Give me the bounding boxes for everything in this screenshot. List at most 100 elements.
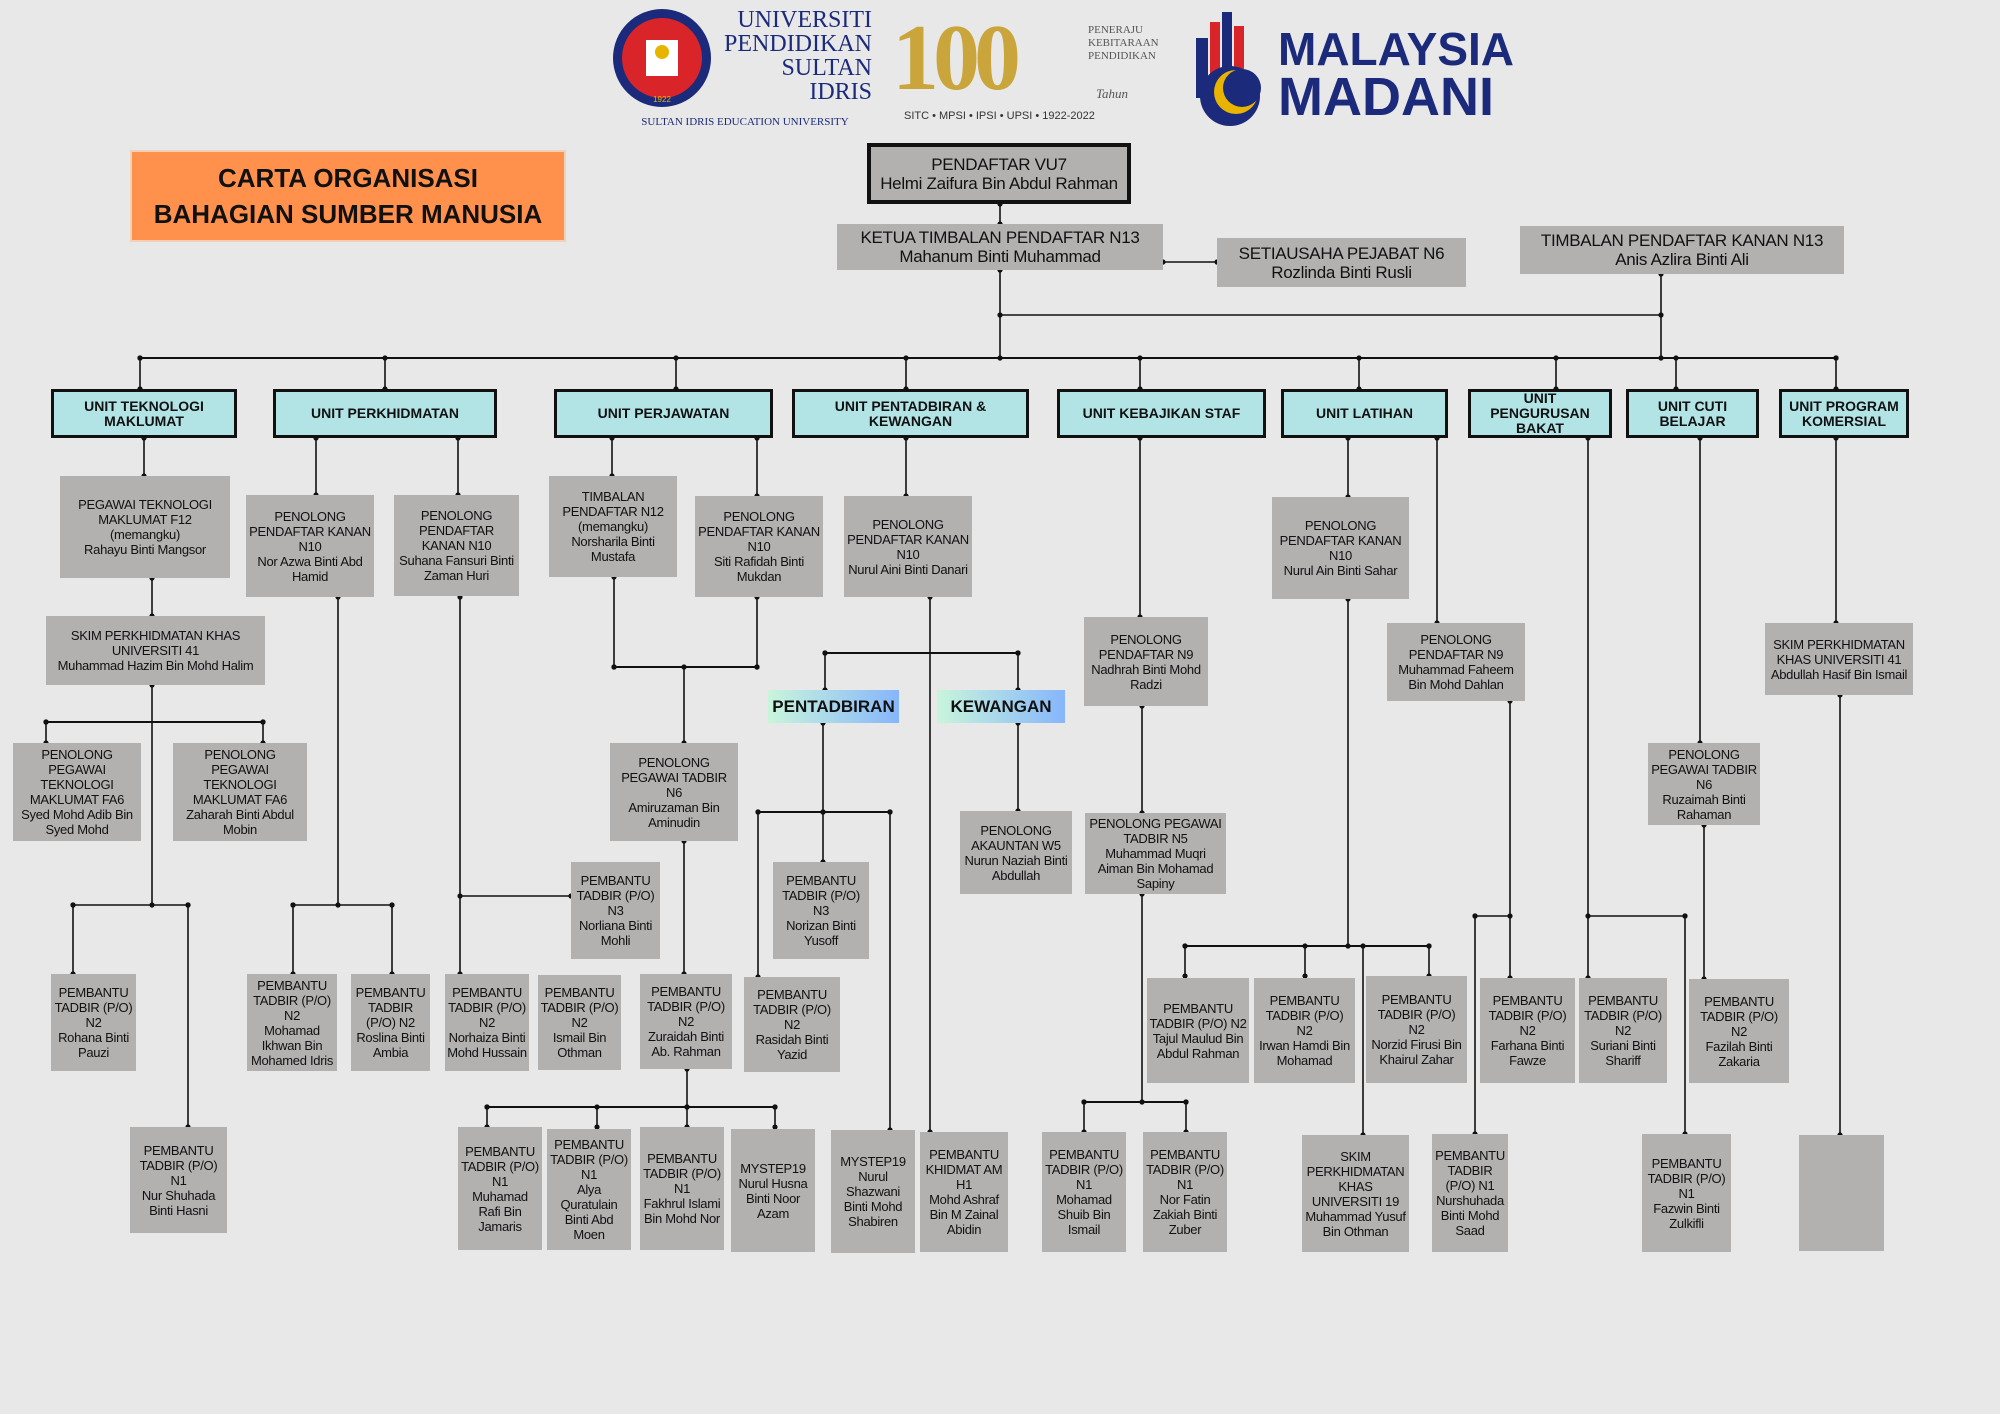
position-title: PEMBANTU TADBIR (P/O) N1 <box>461 1143 539 1189</box>
position-title: PEGAWAI TEKNOLOGI MAKLUMAT F12 (memangku… <box>78 497 212 542</box>
staff-name: Helmi Zaifura Bin Abdul Rahman <box>880 173 1118 193</box>
staff-name: Tajul Maulud Bin Abdul Rahman <box>1152 1030 1244 1061</box>
position-title: PENOLONG PENDAFTAR KANAN N10 <box>418 508 495 553</box>
staff-name: Nurshuhada Binti Mohd Saad <box>1436 1193 1504 1238</box>
position-title: PEMBANTU TADBIR (P/O) N2 <box>1700 993 1778 1039</box>
position-title: PEMBANTU TADBIR (P/O) N2 <box>1377 992 1456 1037</box>
staff-name: Nur Shuhada Binti Hasni <box>141 1187 216 1218</box>
unit-header: UNIT LATIHAN <box>1281 389 1448 438</box>
chart-title-line2: BAHAGIAN SUMBER MANUSIA <box>153 199 543 229</box>
position-title: PEMBANTU TADBIR (P/O) N2 <box>448 985 526 1030</box>
staff-name: Norhaiza Binti Mohd Hussain <box>447 1030 527 1060</box>
staff-name: Ruzaimah Binti Rahaman <box>1662 791 1746 822</box>
centenary-logo: 100 PENERAJU KEBITARAAN PENDIDIKAN Tahun… <box>892 6 1182 130</box>
madani-text: MALAYSIA <box>1278 23 1514 75</box>
position-title: PEMBANTU TADBIR (P/O) N3 <box>576 873 655 918</box>
staff-name: Nor Azwa Binti Abd Hamid <box>257 553 363 584</box>
staff-name: Nor Fatin Zakiah Binti Zuber <box>1152 1192 1218 1237</box>
position-title: PENOLONG PENDAFTAR N9 <box>1408 632 1504 662</box>
staff-name: Muhammad Faheem Bin Mohd Dahlan <box>1398 662 1514 692</box>
position-title: PEMBANTU TADBIR (P/O) N2 <box>1488 993 1567 1038</box>
staff-name: Mahanum Binti Muhammad <box>899 247 1101 266</box>
staff-name: Ismail Bin Othman <box>552 1030 607 1060</box>
staff-name: Irwan Hamdi Bin Mohamad <box>1259 1038 1350 1068</box>
section-label: KEWANGAN <box>937 690 1065 723</box>
staff-name: Anis Azlira Binti Ali <box>1615 250 1749 269</box>
staff-name: Muhammad Hazim Bin Mohd Halim <box>57 658 254 673</box>
staff-name: Nurul Husna Binti Noor Azam <box>738 1175 808 1221</box>
staff-name: Norliana Binti Mohli <box>578 918 653 948</box>
unit-header: UNIT TEKNOLOGI MAKLUMAT <box>51 389 237 438</box>
position-title: PEMBANTU TADBIR (P/O) N2 <box>1584 993 1662 1038</box>
staff-box: PEGAWAI TEKNOLOGI MAKLUMAT F12 (memangku… <box>60 476 230 578</box>
staff-name: Rasidah Binti Yazid <box>755 1032 829 1062</box>
staff-name: Zuraidah Binti Ab. Rahman <box>647 1029 724 1059</box>
position-title: PEMBANTU TADBIR (P/O) N2 <box>54 985 133 1030</box>
staff-name: Muhamad Rafi Bin Jamaris <box>472 1188 528 1234</box>
upsi-name-line: PENDIDIKAN <box>724 31 872 57</box>
staff-name: Nurun Naziah Binti Abdullah <box>964 852 1068 883</box>
centenary-tagline: PENDIDIKAN <box>1088 50 1156 62</box>
madani-emblem-icon <box>1196 12 1261 126</box>
position-title: MYSTEP19 <box>740 1160 806 1176</box>
staff-name: Nurul Shazwani Binti Mohd Shabiren <box>843 1169 903 1229</box>
position-title: PENOLONG PEGAWAI TEKNOLOGI MAKLUMAT FA6 <box>29 747 125 807</box>
staff-name: Norzid Firusi Bin Khairul Zahar <box>1371 1037 1462 1067</box>
centenary-word: Tahun <box>1096 86 1129 101</box>
staff-name: Rahayu Binti Mangsor <box>84 542 206 557</box>
svg-text:1922: 1922 <box>653 95 671 104</box>
upsi-english-name: SULTAN IDRIS EDUCATION UNIVERSITY <box>641 116 849 128</box>
chart-title: CARTA ORGANISASI BAHAGIAN SUMBER MANUSIA <box>130 150 566 242</box>
chart-title-line1: CARTA ORGANISASI <box>218 163 478 193</box>
staff-name: Abdullah Hasif Bin Ismail <box>1770 666 1908 682</box>
position-title: SKIM PERKHIDMATAN KHAS UNIVERSITI 41 <box>1773 636 1905 667</box>
position-title: PEMBANTU TADBIR (P/O) N2 <box>647 984 725 1029</box>
staff-name: Nurul Ain Binti Sahar <box>1283 563 1398 578</box>
position-title: PEMBANTU TADBIR (P/O) N2 <box>753 987 831 1032</box>
position-title: PEMBANTU TADBIR (P/O) N2 <box>1149 1000 1247 1031</box>
position-title: SKIM PERKHIDMATAN KHAS UNIVERSITI 41 <box>70 628 241 658</box>
staff-name: Muhammad Yusuf Bin Othman <box>1305 1208 1406 1239</box>
position-title: PENOLONG PEGAWAI TADBIR N6 <box>1651 746 1757 792</box>
position-title: PEMBANTU TADBIR (P/O) N1 <box>139 1142 218 1188</box>
position-title: PEMBANTU TADBIR (P/O) N1 <box>550 1137 628 1182</box>
position-title: PENDAFTAR VU7 <box>931 154 1067 174</box>
position-title: PENOLONG PENDAFTAR N9 <box>1098 631 1194 662</box>
unit-header: UNIT PERJAWATAN <box>554 389 773 438</box>
staff-name: Mohamad Ikhwan Bin Mohamed Idris <box>250 1022 334 1068</box>
staff-name: Zaharah Binti Abdul Mobin <box>186 807 294 837</box>
position-title: SKIM PERKHIDMATAN KHAS UNIVERSITI 19 <box>1306 1148 1405 1209</box>
position-title: PEMBANTU TADBIR (P/O) N1 <box>1045 1147 1123 1192</box>
malaysia-madani-logo: MALAYSIA MADANI <box>1192 8 1514 132</box>
